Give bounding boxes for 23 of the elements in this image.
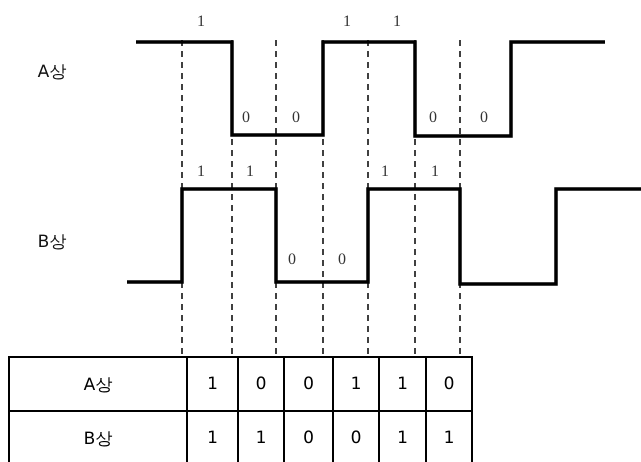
- bit-label: 1: [431, 164, 439, 180]
- phase-header-cell: B상: [9, 411, 187, 462]
- phase-label: B상: [38, 233, 66, 251]
- bit-label: 1: [381, 164, 389, 180]
- bit-label: 0: [242, 110, 250, 126]
- bit-label: 0: [338, 252, 346, 268]
- bit-label: 1: [197, 164, 205, 180]
- bit-label: 0: [480, 110, 488, 126]
- bit-label: 0: [429, 110, 437, 126]
- bit-value-cell: 0: [284, 357, 333, 411]
- bit-value-cell: 1: [379, 357, 426, 411]
- bit-label: 0: [292, 110, 300, 126]
- bit-value-cell: 1: [333, 357, 379, 411]
- bit-value-cell: 0: [426, 357, 472, 411]
- bit-label: 1: [246, 164, 254, 180]
- bit-label: 1: [393, 14, 401, 30]
- phase-header-cell: A상: [9, 357, 187, 411]
- bit-label: 1: [197, 14, 205, 30]
- phase-label: A상: [38, 63, 66, 81]
- bit-value-cell: 0: [238, 357, 284, 411]
- bit-label: 0: [288, 252, 296, 268]
- bit-label: 1: [343, 14, 351, 30]
- bit-value-cell: 1: [187, 357, 238, 411]
